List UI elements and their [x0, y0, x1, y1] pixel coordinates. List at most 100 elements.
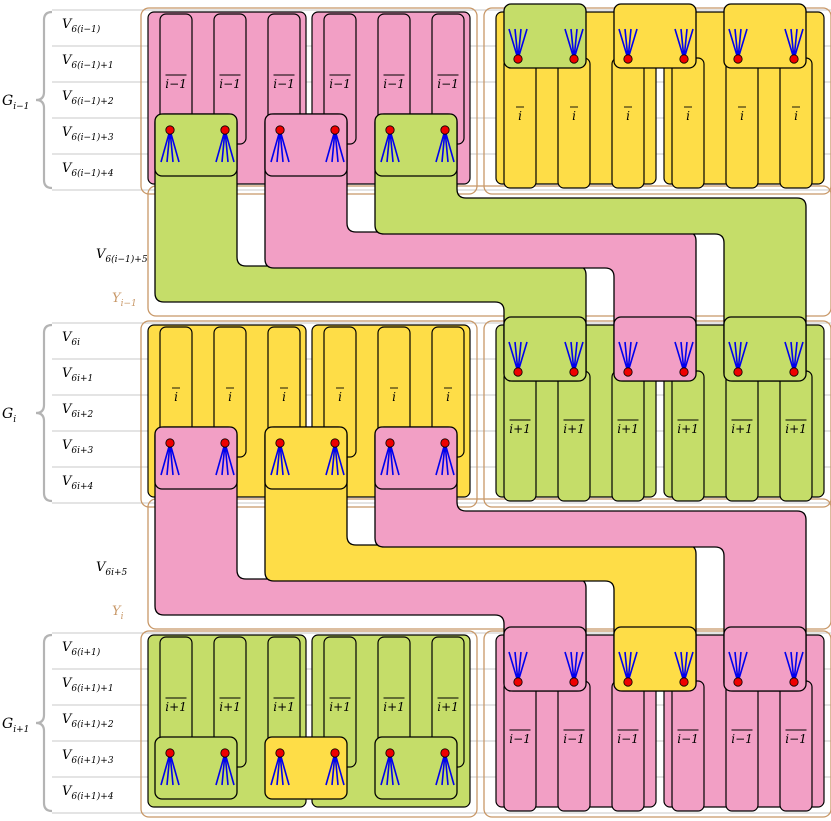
row-label: V6i+2: [62, 402, 94, 420]
fan-line: [680, 651, 685, 683]
right-column-label: i: [518, 109, 522, 123]
right-gadget-fan: [674, 28, 694, 64]
fan-line: [279, 129, 284, 163]
left-gadget-fan: [160, 438, 180, 476]
right-gadget-fan: [508, 341, 528, 377]
fan-line: [508, 28, 519, 60]
fan-line: [618, 651, 629, 683]
right-column: [557, 370, 591, 502]
right-gadget-fan: [564, 28, 584, 64]
row-label: V6(i+1)+1: [62, 676, 114, 694]
fan-line: [221, 752, 226, 786]
fan-line: [680, 341, 685, 373]
fan-line: [444, 752, 455, 786]
fan-line: [683, 341, 694, 373]
right-column-label: i: [794, 109, 798, 123]
right-column-label: i+1: [785, 422, 807, 436]
left-column-label: i: [446, 390, 450, 404]
fan-line: [380, 752, 391, 786]
fan-line: [224, 129, 235, 163]
fan-line: [270, 442, 281, 476]
right-column: [611, 57, 645, 189]
fan-line: [221, 129, 226, 163]
right-column-label: i−1: [509, 732, 531, 746]
row-label: V6(i+1): [62, 640, 101, 658]
left-gadget-fan: [160, 748, 180, 786]
fan-line: [793, 651, 804, 683]
fan-line: [444, 129, 449, 163]
right-column-label: i: [626, 109, 630, 123]
fan-line: [435, 752, 446, 786]
fan-line: [570, 28, 575, 60]
fan-line: [793, 651, 798, 683]
node-dot: [789, 677, 799, 687]
left-gadget-fan: [435, 125, 455, 163]
right-gadget-fan: [564, 651, 584, 687]
fan-line: [573, 651, 584, 683]
fan-line: [279, 752, 284, 786]
node-dot: [623, 367, 633, 377]
right-column: [725, 680, 759, 812]
right-column: [611, 370, 645, 502]
gadgets-layer: [154, 3, 807, 800]
fan-line: [573, 341, 584, 373]
fan-line: [279, 129, 290, 163]
right-gadget-fan: [508, 651, 528, 687]
fan-line: [793, 28, 798, 60]
fan-line: [331, 442, 336, 476]
left-gadget-fan: [325, 438, 345, 476]
fan-line: [215, 442, 226, 476]
right-column-label: i: [686, 109, 690, 123]
left-gadget-fan: [435, 748, 455, 786]
node-dot: [679, 367, 689, 377]
fan-line: [331, 129, 336, 163]
right-gadget-fan: [508, 28, 528, 64]
left-column-label: i: [174, 390, 178, 404]
fan-line: [627, 651, 638, 683]
right-column-label: i+1: [509, 422, 531, 436]
right-column: [725, 57, 759, 189]
node-dot: [569, 677, 579, 687]
fan-line: [784, 341, 795, 373]
node-dot: [623, 54, 633, 64]
fan-line: [674, 28, 685, 60]
left-gadget-fan: [325, 748, 345, 786]
node-dot: [623, 677, 633, 687]
fan-line: [389, 752, 400, 786]
fan-line: [618, 341, 629, 373]
fan-line: [169, 129, 174, 163]
fan-line: [683, 341, 688, 373]
row-label: V6i+1: [62, 366, 93, 384]
right-column: [557, 680, 591, 812]
y-frame: [147, 498, 831, 630]
node-dot: [789, 367, 799, 377]
left-column-label: i: [392, 390, 396, 404]
group-label: Gi+1: [2, 716, 29, 735]
fan-line: [435, 129, 446, 163]
fan-line: [737, 28, 748, 60]
node-dot: [220, 438, 230, 448]
fan-line: [386, 129, 391, 163]
fan-line: [573, 651, 578, 683]
right-gadget: [613, 316, 697, 382]
fan-line: [325, 752, 336, 786]
node-dot: [165, 125, 175, 135]
fan-line: [169, 129, 180, 163]
left-column-label: i−1: [437, 77, 459, 91]
y-frame: [147, 185, 831, 317]
fan-line: [737, 28, 742, 60]
fan-line: [573, 28, 584, 60]
fan-line: [166, 752, 171, 786]
left-gadget: [154, 426, 238, 490]
left-gadget-fan: [160, 125, 180, 163]
right-gadget: [613, 3, 697, 69]
fan-line: [435, 442, 446, 476]
fan-line: [389, 752, 394, 786]
row-label: V6(i+1)+2: [62, 712, 114, 730]
node-dot: [513, 54, 523, 64]
fan-line: [737, 651, 748, 683]
fan-line: [276, 752, 281, 786]
group-brace: [35, 323, 53, 503]
fan-line: [517, 28, 528, 60]
node-dot: [220, 748, 230, 758]
